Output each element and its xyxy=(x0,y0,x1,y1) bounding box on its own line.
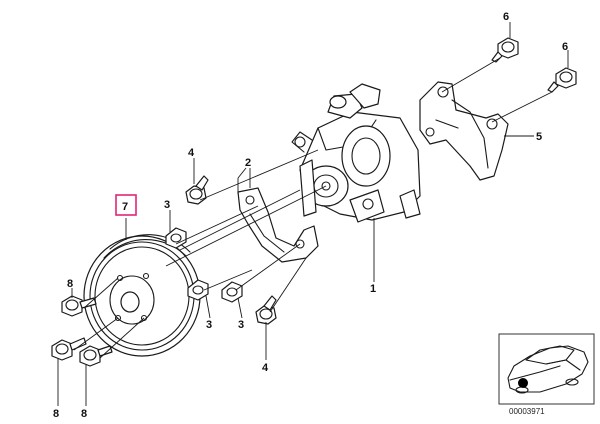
callout-leaders xyxy=(57,22,569,406)
bolt-6-top xyxy=(491,37,519,63)
bolt-6-right xyxy=(547,67,577,93)
callout-4-upper: 4 xyxy=(188,147,195,159)
vehicle-locator-inset: 00003971 xyxy=(498,333,595,416)
callout-2: 2 xyxy=(245,157,251,169)
callout-6-right: 6 xyxy=(562,41,568,53)
bolt-8-lower-left xyxy=(51,337,87,361)
callout-6-top: 6 xyxy=(503,11,509,23)
callout-5: 5 xyxy=(536,131,542,143)
pulley xyxy=(83,234,201,357)
car-outline xyxy=(507,345,589,394)
bolt-3-left xyxy=(165,227,187,249)
bolt-3-mid xyxy=(187,279,209,301)
callout-3-left: 3 xyxy=(164,199,170,211)
callout-7-highlight-box xyxy=(115,194,137,216)
assembly-lines xyxy=(73,57,553,359)
bolt-3-right xyxy=(221,281,243,303)
power-steering-pump xyxy=(291,83,421,223)
callout-1: 1 xyxy=(370,283,376,295)
location-marker xyxy=(518,378,528,388)
bolt-8-lower-right xyxy=(79,345,113,367)
bolt-4-upper xyxy=(185,175,209,205)
callout-8-lower-left: 8 xyxy=(53,408,59,420)
callout-4-lower: 4 xyxy=(262,362,269,374)
callout-8-upper: 8 xyxy=(67,278,73,290)
pump-bracket xyxy=(419,81,509,181)
callout-3-mid: 3 xyxy=(206,319,212,331)
bolt-4-lower xyxy=(255,295,277,325)
callout-7: 7 xyxy=(122,201,128,213)
callout-8-lower-right: 8 xyxy=(81,408,87,420)
diagram-reference-number: 00003971 xyxy=(509,407,545,416)
callout-3-right: 3 xyxy=(238,319,244,331)
